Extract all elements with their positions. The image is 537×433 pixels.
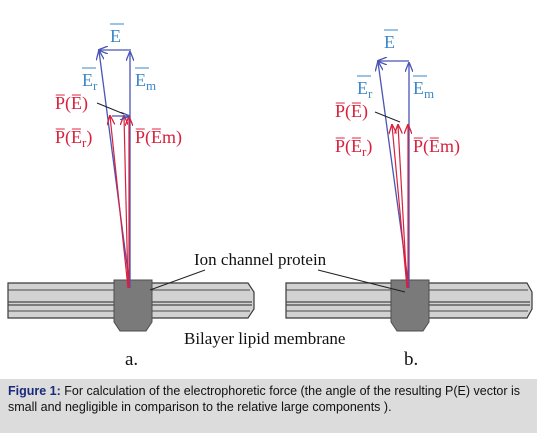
vector-pe-b [398,125,408,289]
label-pem-a: P̅(E̅m) [135,127,182,148]
label-em-a: Em [135,70,156,93]
label-pe-a: P̅(E̅) [55,93,88,114]
label-er-a: Er [82,70,98,93]
label-em-b: Em [413,78,434,101]
figure-caption: Figure 1: For calculation of the electro… [0,379,537,433]
panel-label-a: a. [125,349,138,370]
label-e-a: E [110,26,121,46]
ion-leader-b [317,269,406,293]
label-per-a: P̅(E̅r) [55,127,92,150]
ion-leader-a [149,269,206,291]
ion-channel-protein-b [390,279,430,332]
label-pe-b: P̅(E̅) [335,101,368,122]
label-bilayer: Bilayer lipid membrane [184,329,345,348]
ion-channel-protein-a [113,279,153,332]
pe-leader-a [96,102,125,115]
label-per-b: P̅(E̅r) [335,136,372,159]
vector-pe-a [124,116,129,289]
caption-text: For calculation of the electrophoretic f… [8,384,521,414]
caption-label: Figure 1: [8,384,61,398]
label-pem-b: P̅(E̅m) [413,136,460,157]
electrophoretic-force-diagram: E Er Em P̅(E̅) P̅(E̅r) P̅(E̅m) E Er Em P… [7,23,533,370]
pe-leader-b [374,111,401,123]
label-er-b: Er [357,78,373,101]
vectors-a [96,50,131,289]
vector-er-a [99,51,131,289]
vector-per-a [110,116,129,289]
vector-per-b [392,125,408,289]
vectors-b [374,61,409,289]
label-e-b: E [384,32,395,52]
panel-label-b: b. [404,349,418,370]
label-ion-channel: Ion channel protein [194,250,327,269]
